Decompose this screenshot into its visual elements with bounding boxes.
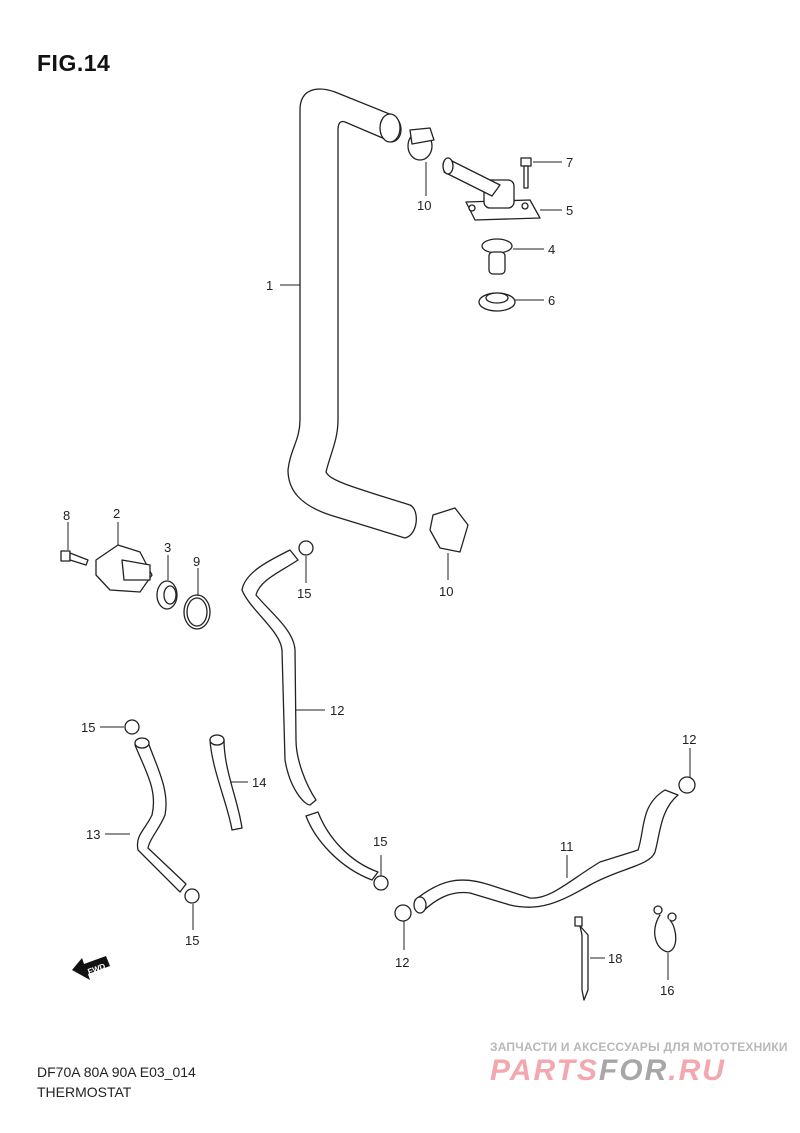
callout-1: 1	[266, 278, 273, 293]
callout-15-b: 15	[81, 720, 95, 735]
callout-16: 16	[660, 983, 674, 998]
part-15-clamp-a[interactable]	[298, 540, 314, 556]
callout-3: 3	[164, 540, 171, 555]
part-7-bolt[interactable]	[520, 157, 532, 189]
callout-15-d: 15	[373, 834, 387, 849]
part-9-o-ring[interactable]	[183, 594, 211, 630]
callout-12-right: 12	[682, 732, 696, 747]
watermark-brand-for: FOR	[598, 1054, 669, 1087]
callout-7: 7	[566, 155, 573, 170]
watermark-brand-ru: .RU	[668, 1054, 726, 1087]
part-12-clamp-right[interactable]	[678, 776, 696, 794]
part-15-clamp-c[interactable]	[184, 888, 200, 904]
part-15-clamp-b[interactable]	[124, 719, 140, 735]
part-10-clamp-lower[interactable]	[429, 507, 469, 553]
part-15-clamp-d[interactable]	[373, 875, 389, 891]
callout-8: 8	[63, 508, 70, 523]
part-12-clamp-left[interactable]	[394, 904, 412, 922]
model-code: DF70A 80A 90A E03_014	[37, 1064, 196, 1080]
part-10-clamp-upper[interactable]	[407, 127, 435, 161]
callout-6: 6	[548, 293, 555, 308]
part-8-bolt[interactable]	[60, 550, 89, 566]
part-2-housing[interactable]	[95, 544, 153, 593]
callout-10-upper: 10	[417, 198, 431, 213]
callout-12-left: 12	[395, 955, 409, 970]
section-title: THERMOSTAT	[37, 1084, 132, 1100]
callout-11: 11	[560, 839, 574, 854]
callout-9: 9	[193, 554, 200, 569]
callout-4: 4	[548, 242, 555, 257]
watermark-brand[interactable]: PARTSFOR.RU	[490, 1054, 726, 1088]
figure-title: FIG.14	[37, 50, 111, 76]
watermark-brand-parts: PARTS	[490, 1054, 599, 1087]
callout-13: 13	[86, 827, 100, 842]
callout-17: 14	[252, 775, 266, 790]
part-4-thermostat[interactable]	[481, 238, 513, 275]
part-1-upper-hose[interactable]	[287, 88, 417, 539]
callout-2: 2	[113, 506, 120, 521]
callout-15-a: 15	[297, 586, 311, 601]
part-6-seal[interactable]	[478, 292, 516, 312]
part-3-valve[interactable]	[156, 580, 178, 610]
part-11-hose[interactable]	[413, 789, 679, 914]
callout-18: 18	[608, 951, 622, 966]
callout-14: 12	[330, 703, 344, 718]
fwd-arrow-icon: FWD	[72, 956, 110, 980]
part-5-thermostat-cap[interactable]	[442, 157, 541, 221]
part-13-hose[interactable]	[134, 737, 187, 893]
part-18-cable-tie[interactable]	[574, 916, 589, 1001]
part-17-hose[interactable]	[209, 734, 243, 831]
callout-5: 5	[566, 203, 573, 218]
part-14-hose[interactable]	[241, 549, 379, 881]
callout-10-lower: 10	[439, 584, 453, 599]
callout-15-c: 15	[185, 933, 199, 948]
watermark-subtitle: ЗАПЧАСТИ И АКСЕССУАРЫ ДЛЯ МОТОТЕХНИКИ	[490, 1040, 788, 1054]
part-16-clamp[interactable]	[653, 905, 677, 953]
